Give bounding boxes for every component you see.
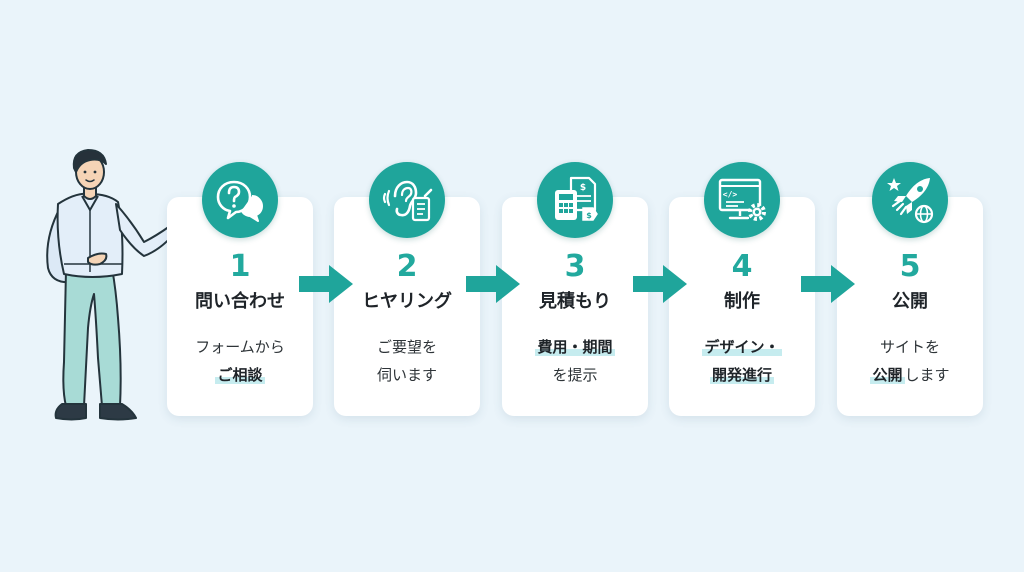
description-line: 公開します bbox=[841, 361, 979, 389]
step-card-4: </> 4 制作 デザイン・ 開発進行 bbox=[669, 162, 815, 416]
description-line: ご要望を bbox=[338, 333, 476, 361]
description-text: フォームから bbox=[195, 338, 285, 356]
step-number: 5 bbox=[899, 249, 921, 284]
svg-text:$: $ bbox=[586, 211, 592, 220]
description-text: ご要望を bbox=[376, 338, 437, 356]
step-number: 2 bbox=[396, 249, 418, 284]
step-description: ご要望を 伺います bbox=[338, 333, 476, 389]
step-number: 3 bbox=[564, 249, 586, 284]
description-line: フォームから bbox=[171, 333, 309, 361]
step-card-1: 1 問い合わせ フォームから ご相談 bbox=[167, 162, 313, 416]
step-title: 見積もり bbox=[539, 291, 611, 312]
description-highlight: ご相談 bbox=[215, 366, 265, 384]
code-monitor-gear-icon: </> bbox=[704, 162, 780, 238]
question-speech-bubble-icon bbox=[202, 162, 278, 238]
arrow-right-icon bbox=[466, 265, 520, 303]
step-card-5: 5 公開 サイトを 公開します bbox=[837, 162, 983, 416]
step-title: ヒヤリング bbox=[362, 291, 452, 312]
step-card-3: $ $ 3 見積もり 費用・期間 を提示 bbox=[502, 162, 648, 416]
arrow-right-icon bbox=[801, 265, 855, 303]
step-card-2: 2 ヒヤリング ご要望を 伺います bbox=[334, 162, 480, 416]
description-line: を提示 bbox=[506, 361, 644, 389]
svg-text:$: $ bbox=[580, 183, 586, 193]
description-line: 開発進行 bbox=[673, 361, 811, 389]
presenter-illustration bbox=[46, 149, 180, 421]
calculator-estimate-icon: $ $ bbox=[537, 162, 613, 238]
step-number: 4 bbox=[731, 249, 753, 284]
description-highlight: デザイン・ bbox=[702, 338, 782, 356]
step-title: 公開 bbox=[892, 291, 928, 312]
description-line: デザイン・ bbox=[673, 333, 811, 361]
description-line: 費用・期間 bbox=[506, 333, 644, 361]
description-line: サイトを bbox=[841, 333, 979, 361]
step-description: サイトを 公開します bbox=[841, 333, 979, 389]
description-text: を提示 bbox=[552, 366, 598, 384]
description-line: ご相談 bbox=[171, 361, 309, 389]
step-number: 1 bbox=[229, 249, 251, 284]
arrow-right-icon bbox=[299, 265, 353, 303]
description-text: します bbox=[904, 366, 950, 384]
arrow-right-icon bbox=[633, 265, 687, 303]
description-line: 伺います bbox=[338, 361, 476, 389]
step-description: フォームから ご相談 bbox=[171, 333, 309, 389]
step-title: 制作 bbox=[724, 291, 760, 312]
rocket-globe-icon bbox=[872, 162, 948, 238]
ear-notepad-icon bbox=[369, 162, 445, 238]
step-description: 費用・期間 を提示 bbox=[506, 333, 644, 389]
step-title: 問い合わせ bbox=[195, 291, 285, 312]
description-highlight: 開発進行 bbox=[709, 366, 774, 384]
svg-text:</>: </> bbox=[723, 190, 738, 199]
description-highlight: 費用・期間 bbox=[535, 338, 615, 356]
step-description: デザイン・ 開発進行 bbox=[673, 333, 811, 389]
description-text: 伺います bbox=[376, 366, 437, 384]
description-highlight: 公開 bbox=[870, 366, 905, 384]
description-text: サイトを bbox=[879, 338, 940, 356]
